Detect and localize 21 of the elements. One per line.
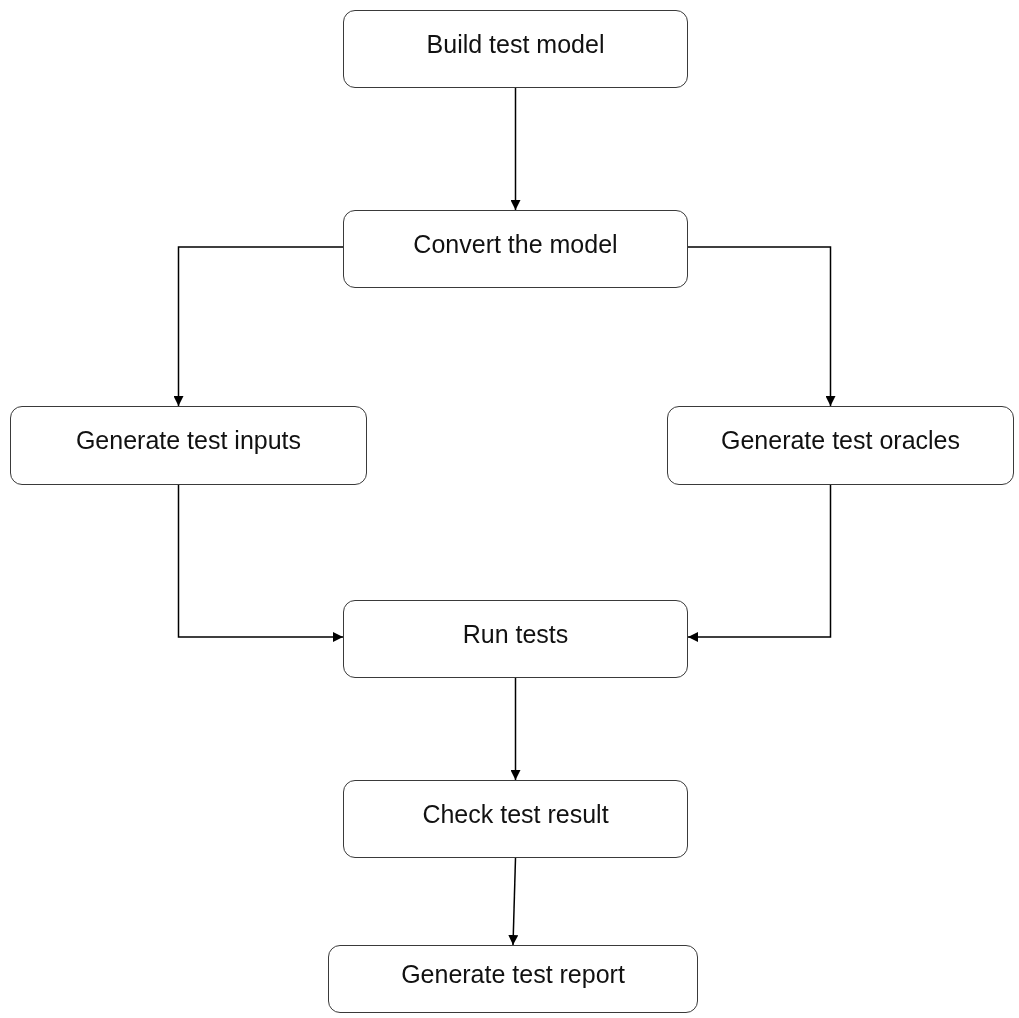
arrow: [687, 246, 836, 407]
process-box: [343, 210, 688, 288]
process-box: [343, 780, 688, 858]
process-box: [328, 945, 698, 1013]
process-box: [667, 406, 1014, 485]
box-label: Generate test oracles: [721, 426, 960, 455]
box-label: Check test result: [422, 799, 609, 829]
process-box: [343, 600, 688, 678]
arrow: [173, 246, 344, 407]
arrow: [510, 677, 521, 781]
arrow: [177, 484, 344, 642]
box-label: Generate test report: [401, 959, 625, 989]
process-box: [10, 406, 367, 485]
arrow: [687, 484, 832, 642]
box-label: Run tests: [462, 619, 569, 649]
arrow: [510, 87, 521, 211]
process-box: [343, 10, 688, 88]
box-label: Generate test inputs: [75, 426, 302, 455]
arrow: [508, 857, 519, 946]
box-label: Build test model: [426, 29, 605, 59]
box-label: Convert the model: [413, 229, 618, 259]
